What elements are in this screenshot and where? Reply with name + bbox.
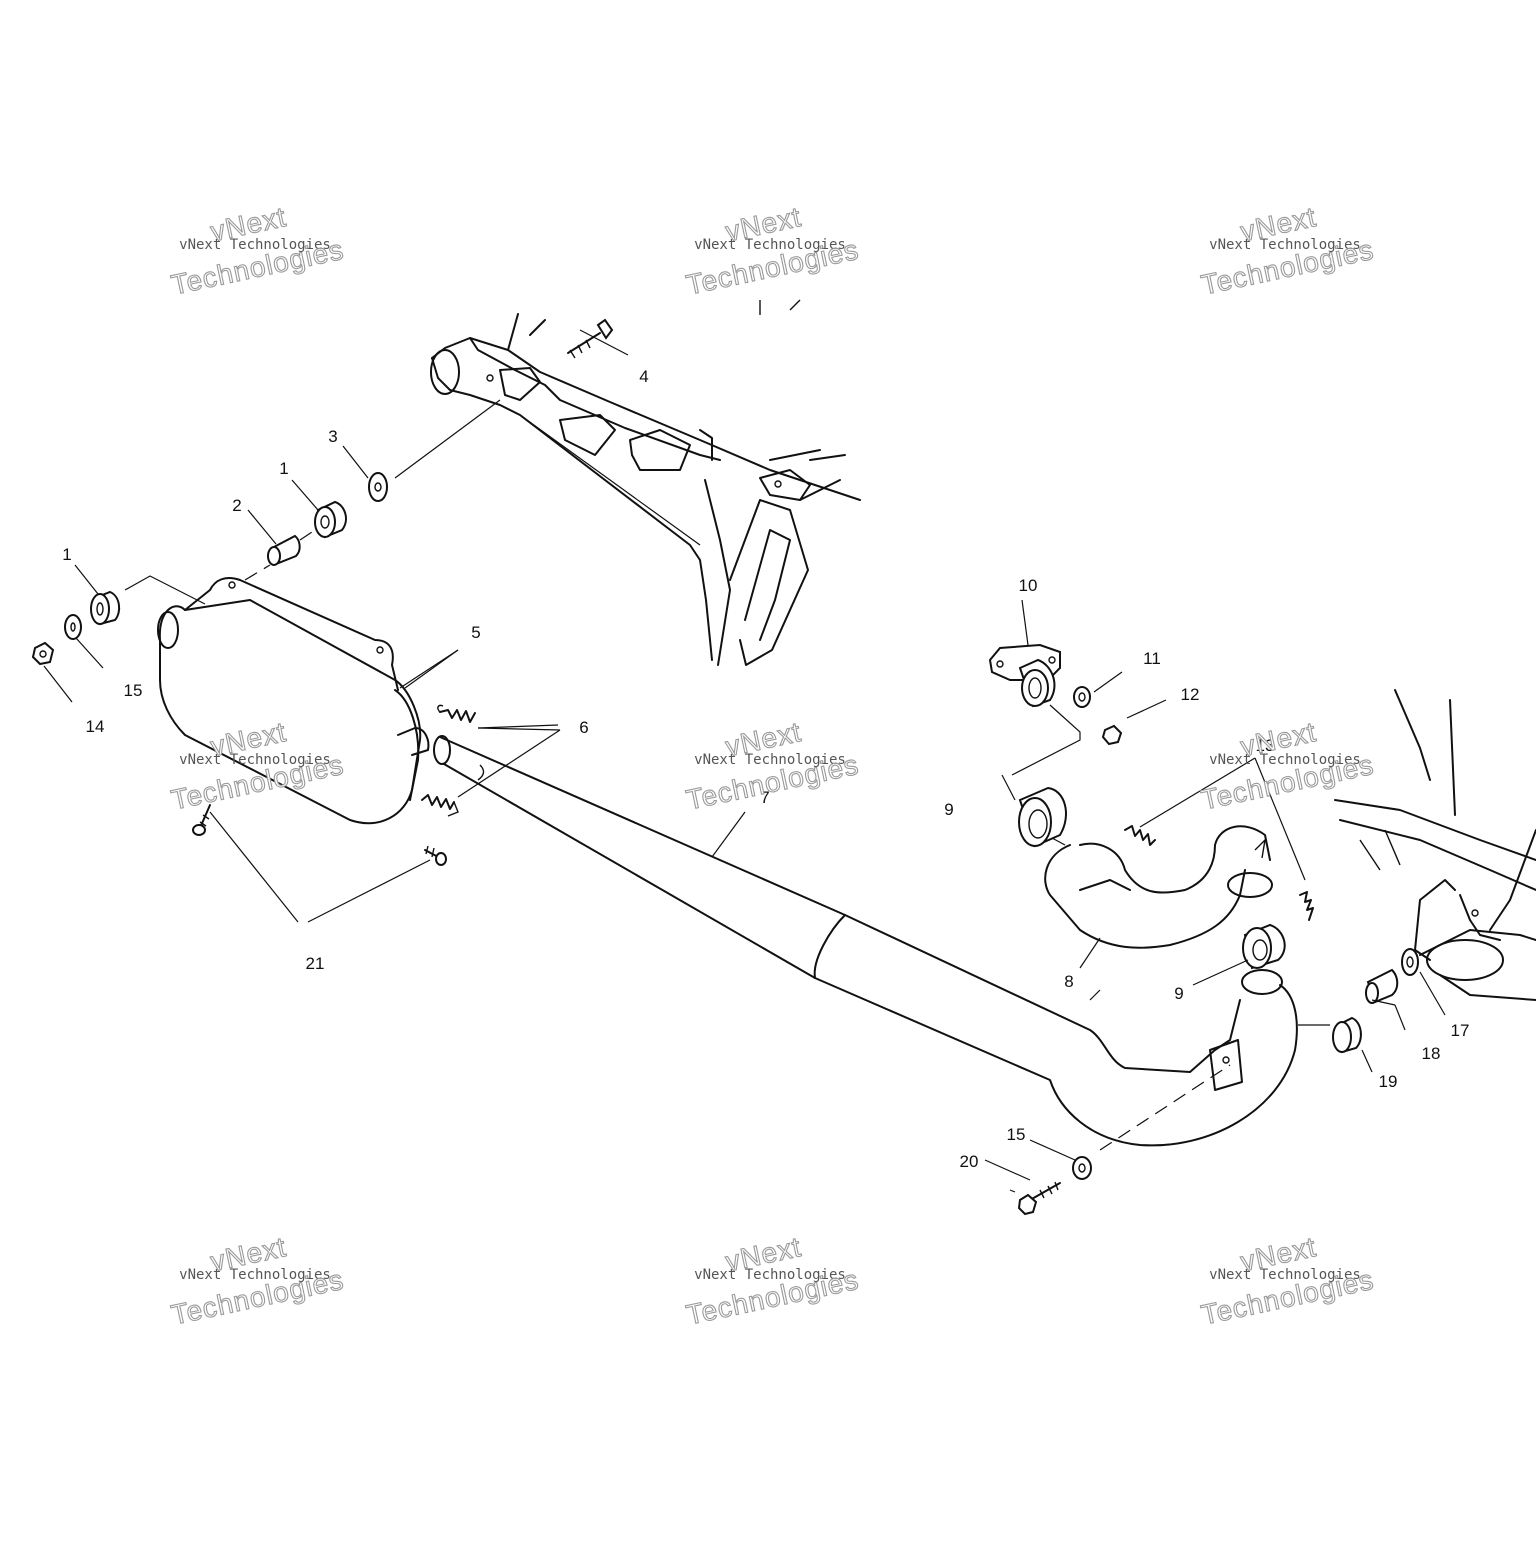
callout-1-upper: 1 (279, 459, 288, 478)
sleeve-right (1365, 968, 1399, 1004)
exhaust-pipe (433, 735, 1298, 1147)
spring-lower (421, 794, 459, 817)
spring-upper (437, 704, 476, 723)
watermark-bottom-right: vNext vNext Technologies Technologies (1198, 1231, 1377, 1332)
gasket-upper (1018, 786, 1067, 848)
watermark-bottom-left: vNext vNext Technologies Technologies (168, 1231, 347, 1332)
gasket-lower (1242, 923, 1286, 970)
callout-8: 8 (1064, 972, 1073, 991)
screw-left (192, 804, 211, 836)
washer-right (1401, 948, 1419, 976)
callout-6: 6 (579, 718, 588, 737)
washer-upper (368, 472, 388, 502)
watermark-caption: vNext Technologies (1209, 752, 1361, 768)
callout-7: 7 (760, 788, 769, 807)
callout-10: 10 (1019, 576, 1038, 595)
callout-12: 12 (1181, 685, 1200, 704)
frame-upper (430, 299, 861, 666)
watermark-mid-right: vNext vNext Technologies Technologies (1198, 716, 1377, 817)
watermark-caption: vNext Technologies (694, 1267, 846, 1283)
callout-labels: 4 3 1 2 1 15 14 5 6 7 21 10 11 12 13 9 9… (62, 367, 1469, 1171)
watermark-top-center: vNext vNext Technologies Technologies (683, 201, 862, 302)
bolt-upper (567, 318, 614, 359)
callout-1-left: 1 (62, 545, 71, 564)
sleeve-upper (267, 534, 301, 566)
watermark-top-right: vNext vNext Technologies Technologies (1198, 201, 1377, 302)
callout-9-lower: 9 (1174, 984, 1183, 1003)
watermark-caption: vNext Technologies (1209, 1267, 1361, 1283)
watermark-caption: vNext Technologies (179, 237, 331, 253)
callout-2: 2 (232, 496, 241, 515)
callout-5: 5 (471, 623, 480, 642)
watermark-caption: vNext Technologies (694, 237, 846, 253)
watermark-caption: vNext Technologies (179, 752, 331, 768)
callout-4: 4 (639, 367, 648, 386)
callout-11: 11 (1143, 649, 1161, 668)
watermark-top-left: vNext vNext Technologies Technologies (168, 201, 347, 302)
watermark-word: vNext (208, 716, 289, 762)
callout-18: 18 (1422, 1044, 1441, 1063)
nut-left (31, 641, 55, 666)
bushing-right (1332, 1016, 1362, 1054)
watermark-mid-left: vNext vNext Technologies Technologies (168, 716, 347, 817)
washer-flange (1073, 686, 1091, 708)
spring-manifold-left (1124, 825, 1156, 846)
flange (988, 643, 1061, 708)
bolt-lower (1017, 1181, 1061, 1216)
callout-15-lower: 15 (1007, 1125, 1026, 1144)
watermark-bottom-center: vNext vNext Technologies Technologies (683, 1231, 862, 1332)
muffler (157, 577, 430, 825)
watermark-caption: vNext Technologies (1209, 237, 1361, 253)
callout-9-upper: 9 (944, 800, 953, 819)
frame-right (1334, 689, 1536, 1001)
screw-right (424, 845, 447, 866)
leader-lines (43, 329, 1446, 1193)
callout-14: 14 (86, 717, 105, 736)
callout-20: 20 (960, 1152, 979, 1171)
exhaust-manifold (1044, 825, 1273, 949)
spring-manifold-right (1299, 891, 1314, 921)
washer-lower (1072, 1156, 1092, 1180)
callout-15-left: 15 (124, 681, 143, 700)
nut-flange (1101, 724, 1123, 746)
watermark-caption: vNext Technologies (694, 752, 846, 768)
bushing-left (90, 590, 121, 626)
callout-13: 13 (1256, 736, 1275, 755)
watermark-caption: vNext Technologies (179, 1267, 331, 1283)
bushing-upper (314, 500, 347, 539)
callout-3: 3 (328, 427, 337, 446)
callout-21: 21 (306, 954, 325, 973)
callout-17: 17 (1451, 1021, 1470, 1040)
callout-19: 19 (1379, 1072, 1398, 1091)
washer-left (64, 614, 82, 640)
